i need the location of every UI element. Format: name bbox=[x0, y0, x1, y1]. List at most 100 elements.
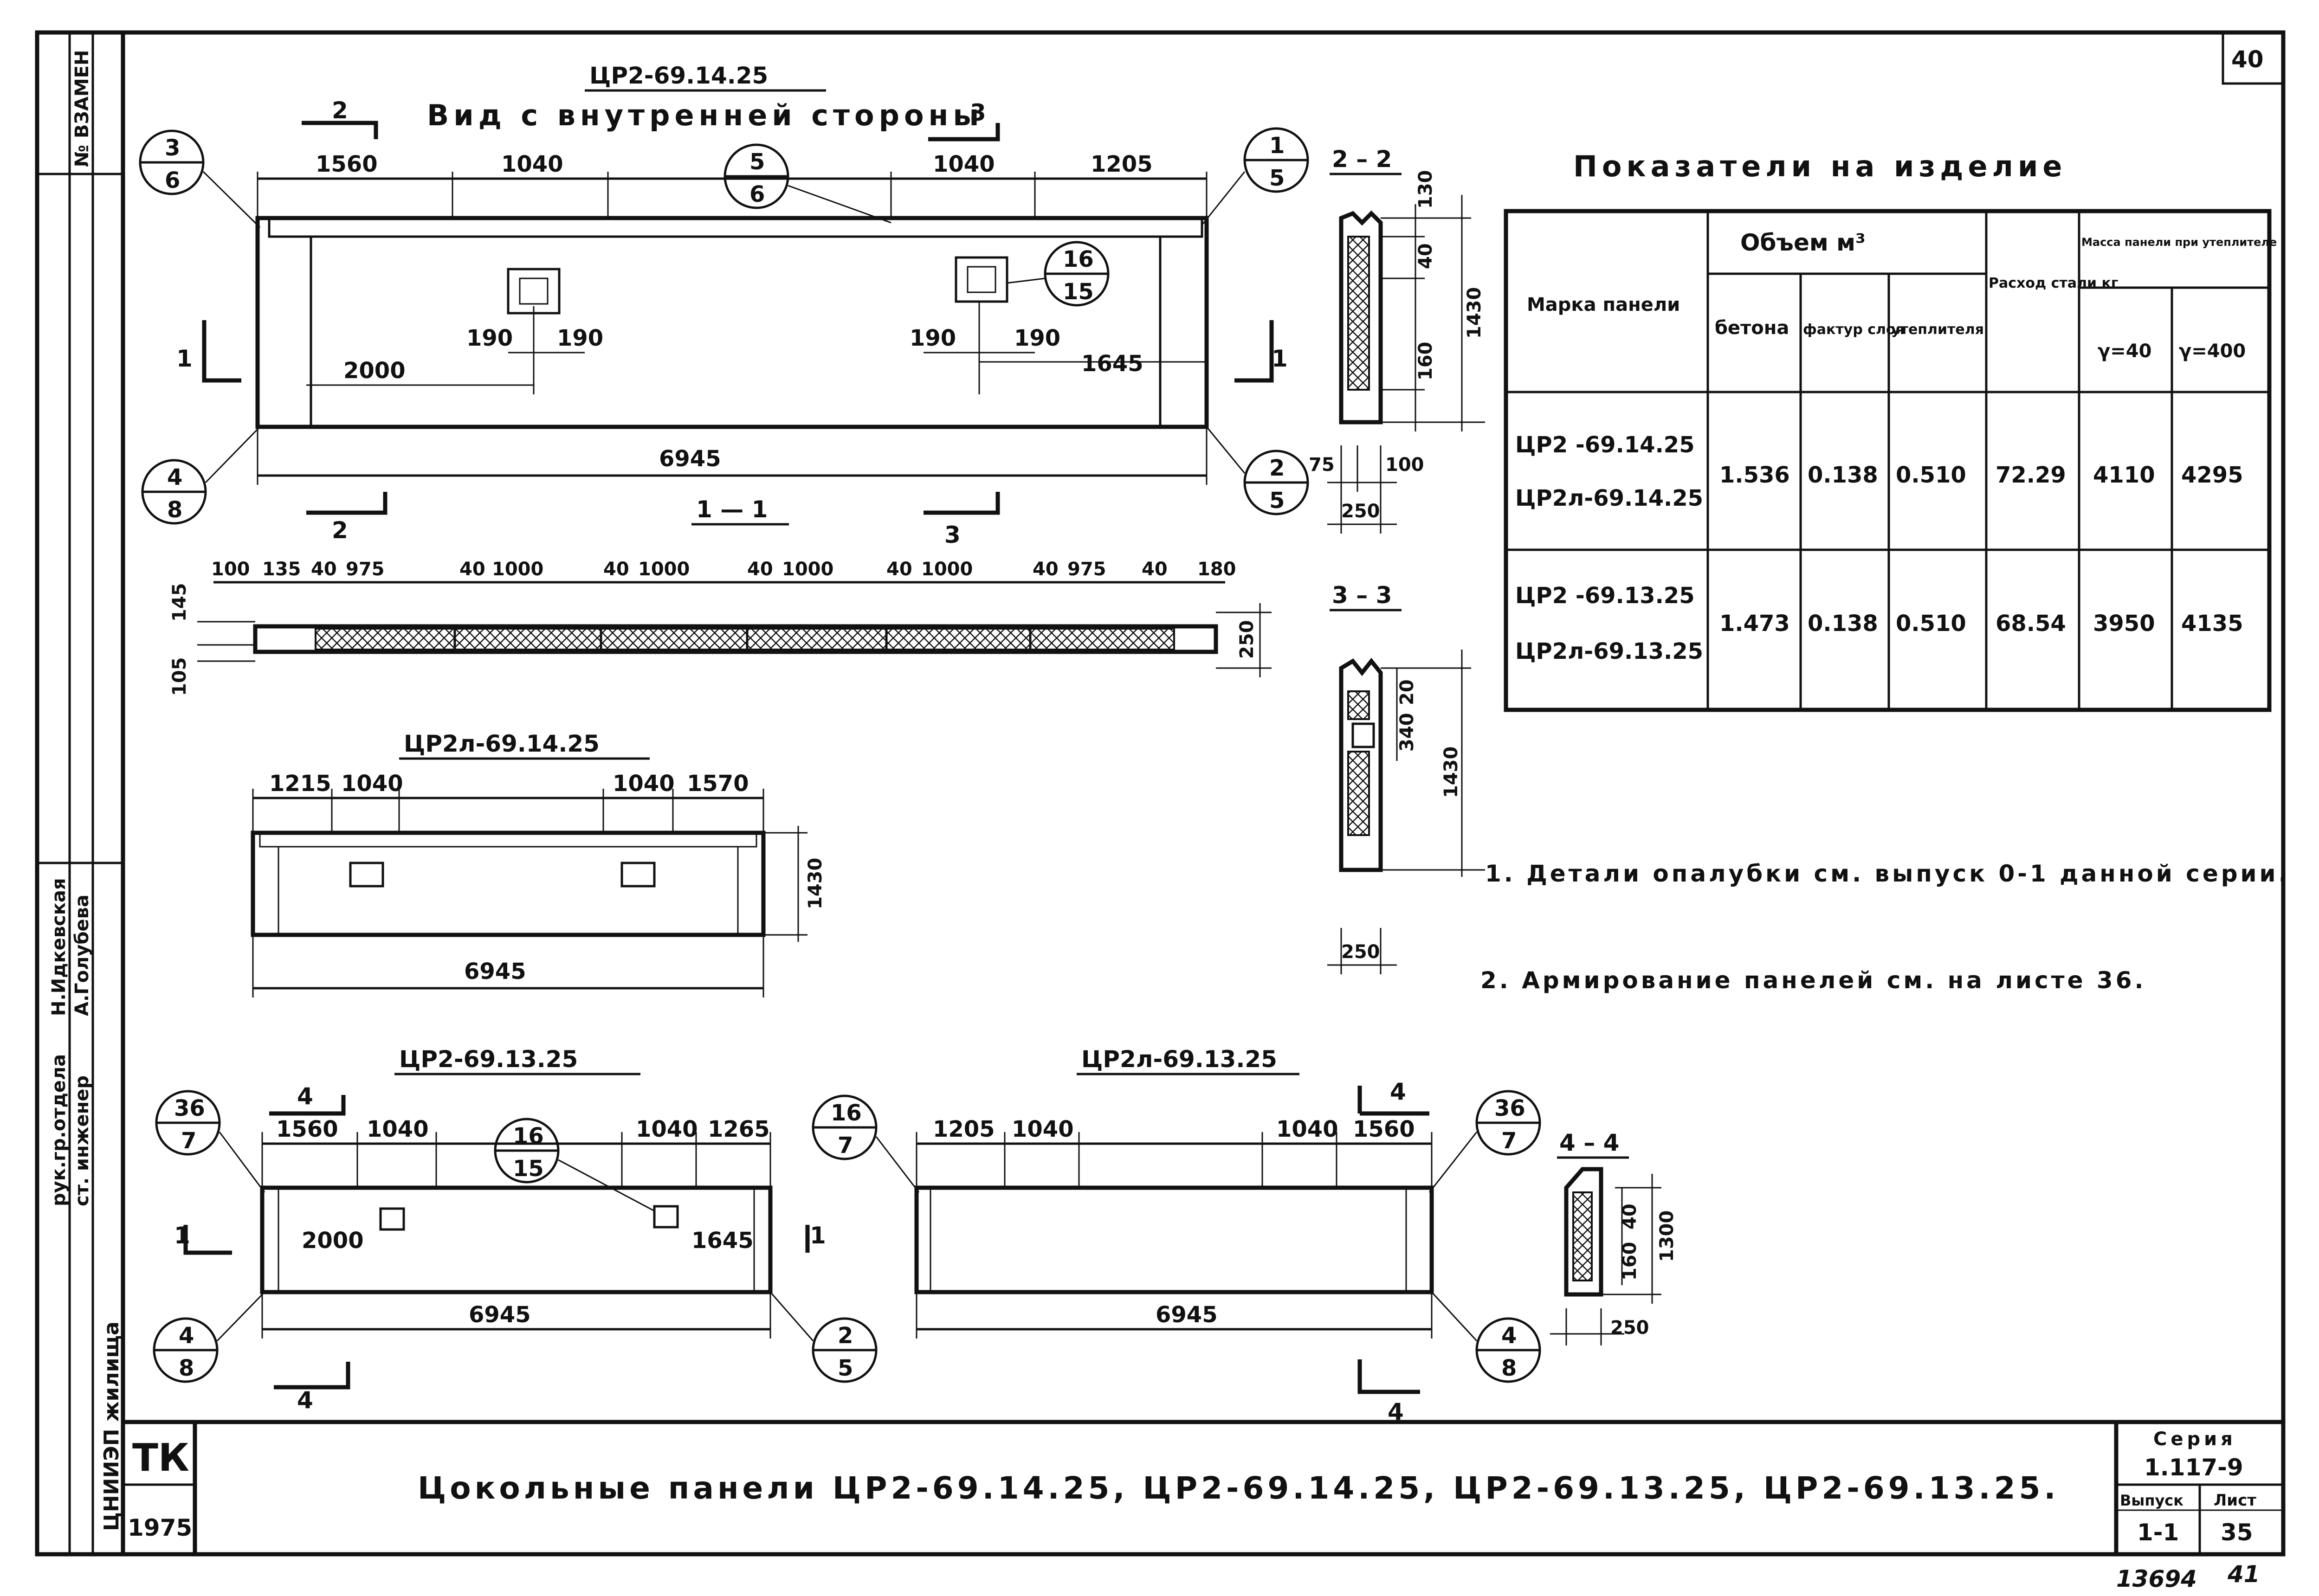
callout-16-15: 16 15 bbox=[1007, 241, 1110, 307]
callout-4-8-b: 4 8 bbox=[153, 1291, 265, 1383]
main-dim-2: 1040 bbox=[501, 151, 563, 177]
main-dim-3: 1040 bbox=[933, 151, 995, 177]
callout-36-7-b: 36 7 bbox=[1428, 1090, 1541, 1193]
row1-g40: 4110 bbox=[2093, 462, 2155, 488]
section-22-dim-160: 160 bbox=[1415, 342, 1436, 381]
side-name-2: А.Голубева bbox=[71, 895, 93, 1016]
header-concrete: бетона bbox=[1715, 317, 1789, 339]
vzamen-label: № ВЗАМЕН bbox=[71, 50, 93, 167]
panel-1325: ЦР2-69.13.25 1560 1040 1040 1265 2000 16… bbox=[153, 1046, 878, 1414]
svg-text:15: 15 bbox=[1063, 279, 1094, 305]
title-year: 1975 bbox=[128, 1514, 192, 1541]
main-mark-1-right: 1 bbox=[1272, 345, 1288, 372]
panel-l-1325: ЦР2л-69.13.25 1205 1040 1040 1560 6945 4… bbox=[812, 1046, 1541, 1425]
section-11-side-1: 145 bbox=[169, 583, 190, 622]
section-11-dim-6: 40 bbox=[603, 559, 629, 580]
header-mass: Масса панели при утеплителе bbox=[2081, 236, 2277, 249]
svg-text:8: 8 bbox=[1501, 1355, 1517, 1381]
panel-l1325-mark-4-bottom: 4 bbox=[1388, 1398, 1404, 1425]
callout-3-6: 3 6 bbox=[139, 129, 261, 228]
svg-text:5: 5 bbox=[749, 149, 765, 175]
callout-16-7: 16 7 bbox=[812, 1094, 920, 1193]
section-11-dim-7: 1000 bbox=[638, 559, 690, 580]
main-dim-4: 1205 bbox=[1091, 151, 1153, 177]
footer-inv: 13694 bbox=[2116, 1565, 2197, 1592]
row2-facture: 0.138 bbox=[1808, 611, 1878, 637]
header-volume: Объем м³ bbox=[1740, 229, 1866, 256]
panel-l1325-dim-2: 1040 bbox=[1012, 1116, 1074, 1142]
row1-g400: 4295 bbox=[2181, 462, 2243, 488]
panel-l1325-dim-1: 1205 bbox=[933, 1116, 995, 1142]
section-11-height: 250 bbox=[1236, 620, 1258, 659]
svg-text:6: 6 bbox=[749, 181, 765, 207]
row1-insulation: 0.510 bbox=[1896, 462, 1966, 488]
section-11-dim-4: 40 bbox=[459, 559, 485, 580]
section-33-dim-20: 20 bbox=[1396, 679, 1418, 705]
row2-steel: 68.54 bbox=[1996, 611, 2066, 637]
main-total: 6945 bbox=[659, 446, 721, 472]
svg-text:4: 4 bbox=[167, 464, 182, 490]
section-44-dim-250: 250 bbox=[1610, 1317, 1649, 1339]
panel-l1425-height: 1430 bbox=[805, 858, 826, 909]
section-11-label: 1 — 1 bbox=[696, 496, 768, 523]
callout-5-6: 5 6 bbox=[723, 143, 891, 224]
panel-1325-mark-1-left: 1 bbox=[174, 1222, 190, 1249]
panel-l1325-total: 6945 bbox=[1156, 1302, 1218, 1328]
notes: 1. Детали опалубки см. выпуск 0-1 данной… bbox=[1480, 860, 2287, 994]
sheet-title: Цокольные панели ЦР2-69.14.25, ЦР2-69.14… bbox=[418, 1470, 2060, 1506]
side-org: ЦНИИЭП жилища bbox=[100, 1321, 123, 1531]
section-11-dim-1: 135 bbox=[262, 559, 301, 580]
svg-text:15: 15 bbox=[513, 1156, 544, 1182]
callout-1-5: 1 5 bbox=[1201, 127, 1309, 225]
section-11-dim-15: 180 bbox=[1197, 559, 1236, 580]
header-facture: фактур слоя bbox=[1803, 322, 1905, 338]
section-22-dim-40: 40 bbox=[1415, 243, 1436, 269]
section-44-dim-160: 160 bbox=[1619, 1242, 1641, 1281]
section-33-dim-1430: 1430 bbox=[1440, 747, 1462, 798]
svg-text:7: 7 bbox=[1501, 1128, 1517, 1154]
callout-36-7-a: 36 7 bbox=[155, 1090, 265, 1193]
panel-l1425-dim-3: 1040 bbox=[613, 771, 675, 797]
svg-text:6: 6 bbox=[165, 167, 180, 193]
panel-1325-dim-1: 1560 bbox=[276, 1116, 338, 1142]
side-stamp: № ВЗАМЕН ЦНИИЭП жилища рук.гр.отдела ст.… bbox=[48, 50, 123, 1531]
svg-text:16: 16 bbox=[831, 1100, 862, 1126]
header-g40: γ=40 bbox=[2098, 341, 2151, 362]
main-view: ЦР2-69.14.25 Вид с внутренней стороны 15… bbox=[139, 62, 1309, 548]
svg-text:8: 8 bbox=[179, 1355, 194, 1381]
panel-l1425-dim-4: 1570 bbox=[687, 771, 749, 797]
row1-mark-1: ЦР2 -69.14.25 bbox=[1515, 432, 1695, 458]
svg-text:4: 4 bbox=[179, 1323, 194, 1349]
row2-g400: 4135 bbox=[2181, 611, 2243, 637]
section-11-side-2: 105 bbox=[169, 657, 190, 696]
sheet-value: 35 bbox=[2221, 1519, 2253, 1546]
section-11-dim-13: 975 bbox=[1067, 559, 1106, 580]
section-11-dim-8: 40 bbox=[747, 559, 773, 580]
section-33-dim-250: 250 bbox=[1341, 941, 1380, 963]
section-22-dim-75: 75 bbox=[1309, 454, 1335, 476]
main-mark-3-top: 3 bbox=[970, 99, 986, 126]
svg-text:2: 2 bbox=[1269, 455, 1285, 481]
row1-concrete: 1.536 bbox=[1719, 462, 1790, 488]
panel-1325-dim-4: 1265 bbox=[708, 1116, 770, 1142]
section-22-dim-1430: 1430 bbox=[1464, 287, 1485, 339]
row2-mark-1: ЦР2 -69.13.25 bbox=[1515, 583, 1695, 609]
sheet-frame bbox=[35, 30, 2286, 1557]
main-mark-3-bottom: 3 bbox=[944, 521, 961, 548]
table-title: Показатели на изделие bbox=[1573, 149, 2067, 183]
svg-text:7: 7 bbox=[838, 1133, 853, 1158]
svg-text:4: 4 bbox=[1501, 1323, 1517, 1349]
section-33-dim-340: 340 bbox=[1396, 713, 1418, 752]
series-label: Серия bbox=[2153, 1429, 2236, 1450]
main-mark-2-top: 2 bbox=[332, 97, 348, 124]
main-mark-1-left: 1 bbox=[176, 345, 193, 372]
svg-text:5: 5 bbox=[838, 1355, 853, 1381]
section-4-4: 4 – 4 40 160 1300 250 bbox=[1550, 1129, 1678, 1345]
callout-2-5: 2 5 bbox=[1206, 426, 1309, 515]
row1-steel: 72.29 bbox=[1996, 462, 2066, 488]
issue-label: Выпуск bbox=[2120, 1492, 2183, 1509]
section-44-label: 4 – 4 bbox=[1559, 1129, 1619, 1156]
section-22-dim-250: 250 bbox=[1341, 501, 1380, 522]
section-11-dim-9: 1000 bbox=[782, 559, 833, 580]
